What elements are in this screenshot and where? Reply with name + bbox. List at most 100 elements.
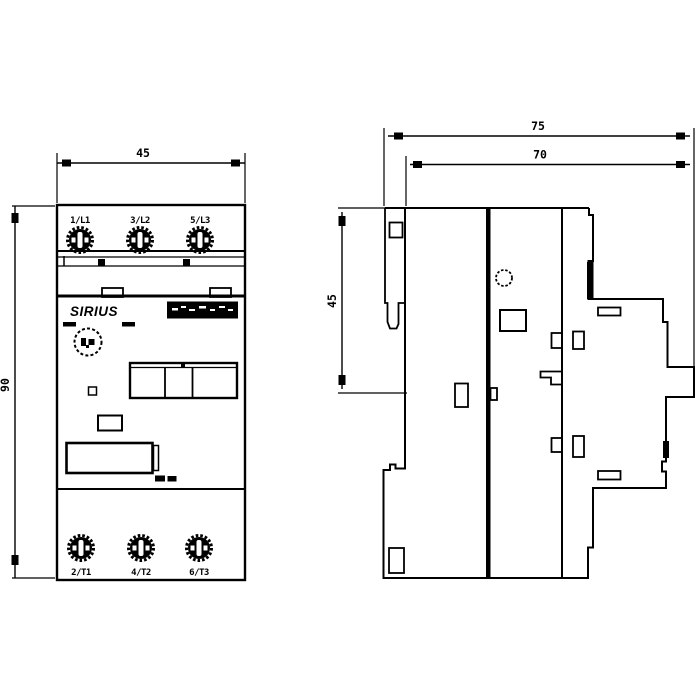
screw-teeth	[67, 534, 95, 562]
arrow-marker	[413, 161, 422, 168]
label-glyph	[172, 308, 178, 311]
label-glyph	[189, 309, 195, 311]
terminal-label-top-3: 5/L3	[190, 216, 210, 226]
label-glyph	[181, 306, 186, 308]
dimension-side-total-depth: 75	[383, 119, 695, 366]
side-detail-rect	[454, 382, 469, 408]
band-mark	[183, 259, 190, 266]
terminal-slot	[597, 306, 622, 317]
dial-mark	[81, 338, 86, 346]
terminal-label-bottom-1: 2/T1	[71, 568, 91, 578]
screw-slot	[137, 232, 143, 248]
label-glyph	[228, 309, 233, 311]
dimension-value: 70	[533, 148, 547, 162]
dimension-value: 45	[136, 146, 150, 160]
dimension-side-body-depth: 70	[405, 148, 690, 206]
arrow-marker	[11, 555, 19, 565]
screw-slot	[197, 232, 203, 248]
brand-label: SIRIUS	[70, 304, 118, 319]
hook-detail	[539, 370, 562, 386]
screw-teeth	[127, 534, 155, 562]
pushbutton-mark	[181, 363, 185, 368]
terminal-screw-icon	[127, 534, 155, 562]
arrow-marker	[676, 132, 685, 140]
screw-notch	[84, 237, 89, 243]
dial-rim	[73, 327, 103, 357]
cover-tab	[101, 287, 124, 298]
tiny-marking	[155, 475, 165, 482]
side-detail-rect	[572, 435, 585, 458]
screw-slot	[138, 540, 144, 556]
terminal-screw-icon	[186, 226, 214, 254]
screw-teeth	[66, 226, 94, 254]
dimension-value: 75	[531, 119, 545, 133]
arrow-marker	[338, 375, 346, 385]
screw-slot	[78, 540, 84, 556]
side-view	[338, 207, 695, 579]
tiny-marking	[167, 476, 177, 482]
side-detail-rect	[550, 332, 563, 349]
dimension-front-height: 90	[0, 205, 55, 579]
cover-tab	[209, 287, 232, 298]
dial-mark	[86, 345, 89, 348]
edge-mark	[663, 441, 669, 458]
terminal-label-bottom-2: 4/T2	[131, 568, 151, 578]
label-glyph	[210, 309, 215, 311]
label-glyph	[199, 306, 206, 309]
terminal-screw-icon	[185, 534, 213, 562]
pushbutton-block	[128, 361, 239, 400]
pushbutton-frame	[128, 361, 239, 400]
dimension-value: 90	[0, 378, 12, 392]
screw-notch	[190, 545, 195, 551]
arrow-marker	[394, 132, 403, 140]
dimension-front-width: 45	[56, 146, 246, 203]
housing-split-line	[486, 208, 491, 578]
din-clip-notch	[388, 221, 404, 239]
adjustment-dial-icon	[73, 327, 103, 357]
mid-line-tab	[489, 387, 498, 401]
screw-notch	[203, 545, 208, 551]
side-body-outline	[382, 208, 695, 579]
terminal-screw-icon	[126, 226, 154, 254]
screw-slot	[196, 540, 202, 556]
label-glyph	[219, 306, 225, 308]
terminal-label-top-1: 1/L1	[70, 216, 90, 226]
arrow-marker	[676, 161, 685, 168]
screw-notch	[131, 237, 136, 243]
terminal-slot	[597, 470, 622, 481]
terminal-label-top-2: 3/L2	[130, 216, 150, 226]
band-mark	[98, 259, 105, 266]
arrow-marker	[62, 159, 71, 167]
side-detail-rect	[572, 330, 585, 350]
screw-notch	[85, 545, 90, 551]
screw-boss-icon	[495, 269, 513, 287]
marking-dash	[122, 322, 135, 327]
part-number-label	[167, 301, 238, 319]
dimension-side-upper-height: 45	[325, 212, 407, 394]
small-rect-detail	[97, 414, 123, 432]
arrow-marker	[231, 159, 240, 167]
side-detail-rect	[550, 437, 563, 453]
arrow-marker	[11, 213, 19, 223]
terminal-screw-icon	[66, 226, 94, 254]
screw-notch	[72, 545, 77, 551]
marking-dash	[63, 322, 76, 327]
label-window-strip	[152, 444, 160, 472]
front-view: 1/L1 3/L2 5/L3	[55, 203, 247, 582]
small-square-detail	[87, 386, 98, 396]
screw-notch	[71, 237, 76, 243]
screw-notch	[144, 237, 149, 243]
screw-notch	[145, 545, 150, 551]
screw-teeth	[126, 226, 154, 254]
front-body-outline	[55, 203, 247, 582]
screw-teeth	[186, 226, 214, 254]
screw-notch	[204, 237, 209, 243]
side-detail-rect	[388, 547, 405, 574]
screw-notch	[191, 237, 196, 243]
arrow-marker	[338, 216, 346, 226]
label-window	[65, 441, 154, 475]
latch-bar	[587, 262, 594, 299]
side-window-detail	[499, 309, 527, 332]
dial-mark	[88, 339, 95, 345]
